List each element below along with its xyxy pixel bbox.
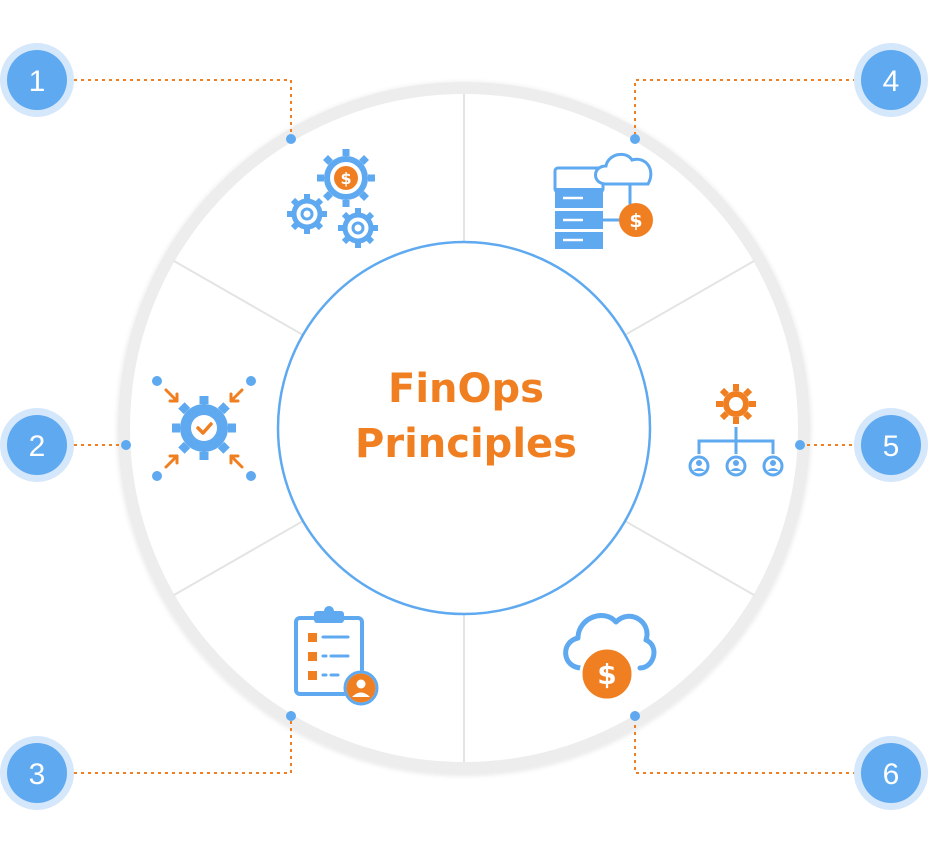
center-circle bbox=[276, 240, 652, 616]
svg-text:$: $ bbox=[629, 210, 642, 232]
badge-number: 4 bbox=[883, 65, 900, 98]
badge-number: 5 bbox=[883, 430, 900, 463]
connectors bbox=[74, 79, 856, 774]
svg-text:$: $ bbox=[340, 169, 351, 188]
principle-badge-2: 2 bbox=[0, 408, 74, 482]
center-title-line2: Principles bbox=[355, 421, 577, 467]
badge-number: 3 bbox=[29, 758, 46, 791]
center-title-line1: FinOps bbox=[388, 366, 544, 412]
segment-dividers bbox=[173, 94, 755, 762]
principle-badge-5: 5 bbox=[854, 408, 928, 482]
principle-badge-4: 4 bbox=[854, 43, 928, 117]
principle-badge-1: 1 bbox=[0, 43, 74, 117]
gear-team-hierarchy-icon bbox=[688, 384, 784, 477]
connector-dots bbox=[121, 134, 805, 721]
badge-number: 6 bbox=[883, 758, 900, 791]
clipboard-user-icon bbox=[294, 606, 379, 706]
cloud-dollar-icon: $ bbox=[563, 612, 657, 702]
svg-text:$: $ bbox=[597, 658, 616, 691]
gear-check-arrows-icon bbox=[152, 376, 256, 481]
badge-number: 2 bbox=[29, 430, 46, 463]
principle-badge-6: 6 bbox=[854, 736, 928, 810]
principle-badge-3: 3 bbox=[0, 736, 74, 810]
server-cloud-dollar-icon: $ bbox=[553, 152, 653, 249]
gears-dollar-icon: $ bbox=[287, 149, 378, 248]
badge-number: 1 bbox=[29, 65, 46, 98]
